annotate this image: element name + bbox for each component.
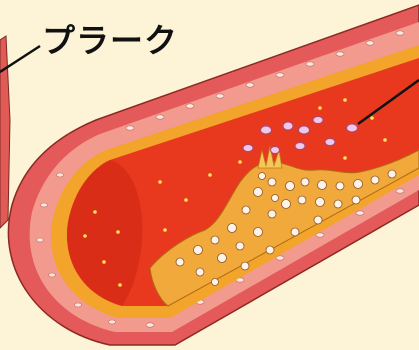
adjacent-vessel-edge bbox=[0, 36, 10, 228]
plaque-label: プラーク bbox=[42, 14, 178, 62]
